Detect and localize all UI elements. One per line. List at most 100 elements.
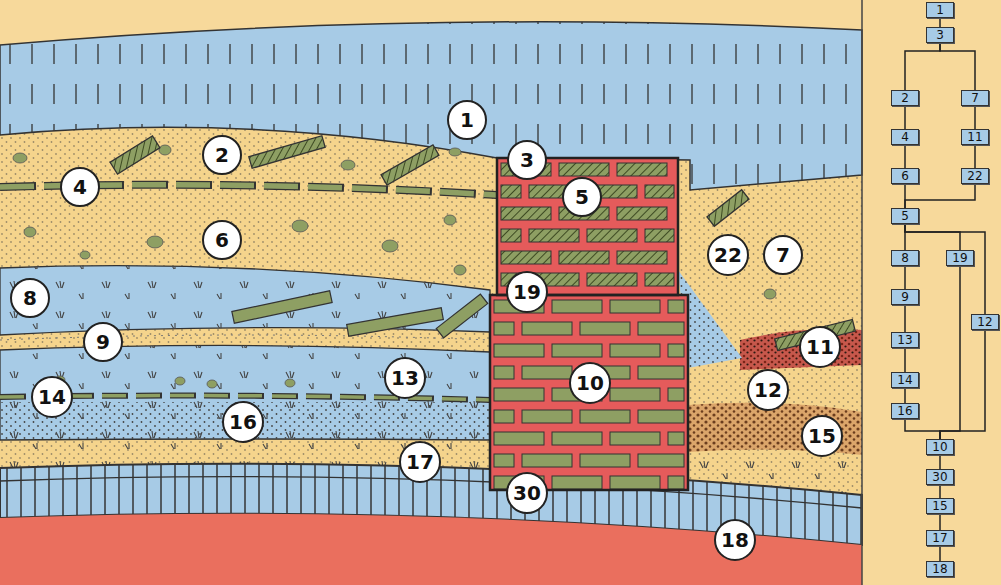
brick	[501, 185, 521, 198]
brick	[529, 229, 579, 242]
brick	[522, 410, 572, 423]
brick	[580, 454, 630, 467]
link-line	[905, 43, 940, 90]
matrix-label: 18	[932, 563, 947, 575]
callout-label: 10	[576, 373, 604, 393]
brick	[501, 229, 521, 242]
matrix-label: 10	[932, 441, 947, 453]
matrix-link	[905, 145, 906, 168]
matrix-link	[940, 18, 941, 27]
matrix-box: 5	[891, 208, 919, 224]
brick	[501, 251, 551, 264]
matrix-box: 19	[946, 250, 974, 266]
matrix-label: 7	[971, 92, 979, 104]
matrix-box: 15	[926, 498, 954, 514]
matrix-link	[905, 305, 906, 332]
brick	[559, 251, 609, 264]
callout-label: 14	[38, 387, 66, 407]
callout-label: 16	[229, 412, 257, 432]
link-line	[904, 388, 906, 403]
callout-label: 30	[513, 483, 541, 503]
matrix-link	[905, 348, 906, 372]
link-line	[904, 348, 906, 372]
callout-number: 1	[447, 100, 487, 140]
matrix-link	[975, 145, 976, 168]
brick	[552, 300, 602, 313]
callout-number: 5	[562, 177, 602, 217]
matrix-box: 3	[926, 27, 954, 43]
brick	[638, 454, 684, 467]
matrix-label: 16	[897, 405, 912, 417]
matrix-link	[940, 455, 941, 469]
brick	[645, 273, 674, 286]
matrix-link	[905, 388, 906, 403]
brick	[617, 207, 667, 220]
brick	[617, 163, 667, 176]
matrix-label: 8	[901, 252, 909, 264]
callout-number: 12	[747, 369, 789, 411]
brick	[668, 388, 684, 401]
brick	[552, 476, 602, 489]
link-line	[939, 455, 941, 469]
brick	[638, 366, 684, 379]
matrix-label: 17	[932, 532, 947, 544]
matrix-box: 9	[891, 289, 919, 305]
matrix-box: 6	[891, 168, 919, 184]
matrix-link	[940, 43, 975, 90]
matrix-link	[940, 266, 960, 439]
callout-label: 17	[406, 452, 434, 472]
matrix-label: 15	[932, 500, 947, 512]
matrix-label: 2	[901, 92, 909, 104]
matrix-label: 3	[936, 29, 944, 41]
matrix-link	[940, 485, 941, 498]
callout-number: 6	[202, 220, 242, 260]
callout-label: 3	[520, 150, 534, 170]
brick	[668, 300, 684, 313]
matrix-label: 12	[977, 316, 992, 328]
matrix-link	[905, 266, 906, 289]
matrix-box: 18	[926, 561, 954, 577]
callout-number: 13	[384, 357, 426, 399]
brick	[552, 432, 602, 445]
matrix-box: 10	[926, 439, 954, 455]
matrix-box: 1	[926, 2, 954, 18]
link-line	[940, 330, 985, 439]
matrix-label: 1	[936, 4, 944, 16]
callout-label: 19	[513, 282, 541, 302]
matrix-label: 19	[952, 252, 967, 264]
link-line	[904, 106, 906, 129]
brick	[522, 322, 572, 335]
callout-number: 4	[60, 167, 100, 207]
matrix-box: 13	[891, 332, 919, 348]
brick	[559, 163, 609, 176]
callout-label: 11	[806, 337, 834, 357]
brick	[638, 322, 684, 335]
brick	[494, 432, 544, 445]
callout-number: 9	[83, 322, 123, 362]
brick	[610, 388, 660, 401]
matrix-link	[905, 419, 940, 439]
callout-number: 17	[399, 441, 441, 483]
matrix-label: 5	[901, 210, 909, 222]
link-line	[940, 43, 975, 90]
brick	[668, 432, 684, 445]
matrix-link	[905, 184, 975, 208]
link-line	[974, 145, 976, 168]
matrix-box: 7	[961, 90, 989, 106]
matrix-box: 16	[891, 403, 919, 419]
callout-number: 2	[202, 135, 242, 175]
callout-label: 5	[575, 187, 589, 207]
brick	[494, 388, 544, 401]
matrix-label: 22	[967, 170, 982, 182]
matrix-box: 2	[891, 90, 919, 106]
link-line	[940, 266, 960, 439]
brick	[610, 300, 660, 313]
brick	[610, 344, 660, 357]
matrix-box: 17	[926, 530, 954, 546]
callout-label: 1	[460, 110, 474, 130]
matrix-box: 30	[926, 469, 954, 485]
callout-label: 15	[808, 426, 836, 446]
callout-number: 11	[799, 326, 841, 368]
matrix-box: 14	[891, 372, 919, 388]
